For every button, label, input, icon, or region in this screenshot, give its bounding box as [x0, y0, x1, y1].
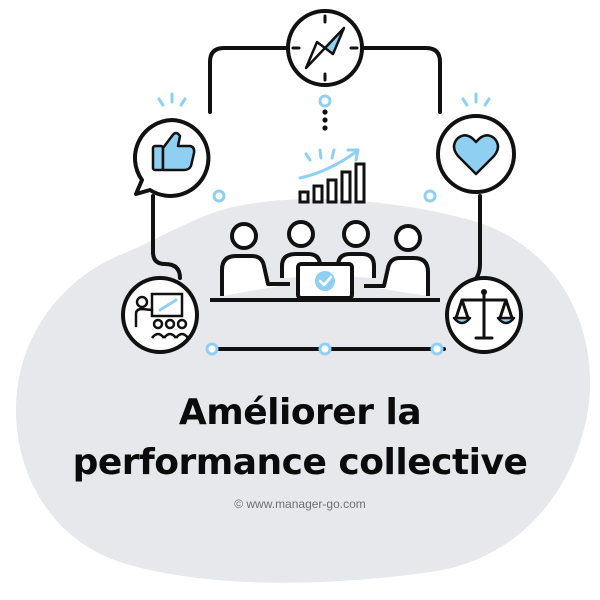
title-line-1: Améliorer la	[178, 392, 422, 433]
connector-top-right	[362, 46, 442, 114]
accent-nodes	[205, 94, 444, 356]
scales-icon	[445, 276, 523, 354]
connector-left	[151, 194, 182, 280]
connector-top-left	[208, 46, 288, 114]
copyright-credit: © www.manager-go.com	[234, 497, 366, 511]
heart-icon	[436, 92, 516, 194]
compass-icon	[286, 9, 364, 87]
growth-chart-icon	[298, 148, 366, 204]
title-line-2: performance collective	[72, 442, 528, 483]
thumbs-up-icon	[132, 92, 211, 198]
laptop-check-icon	[296, 262, 354, 300]
presentation-icon	[121, 276, 199, 354]
